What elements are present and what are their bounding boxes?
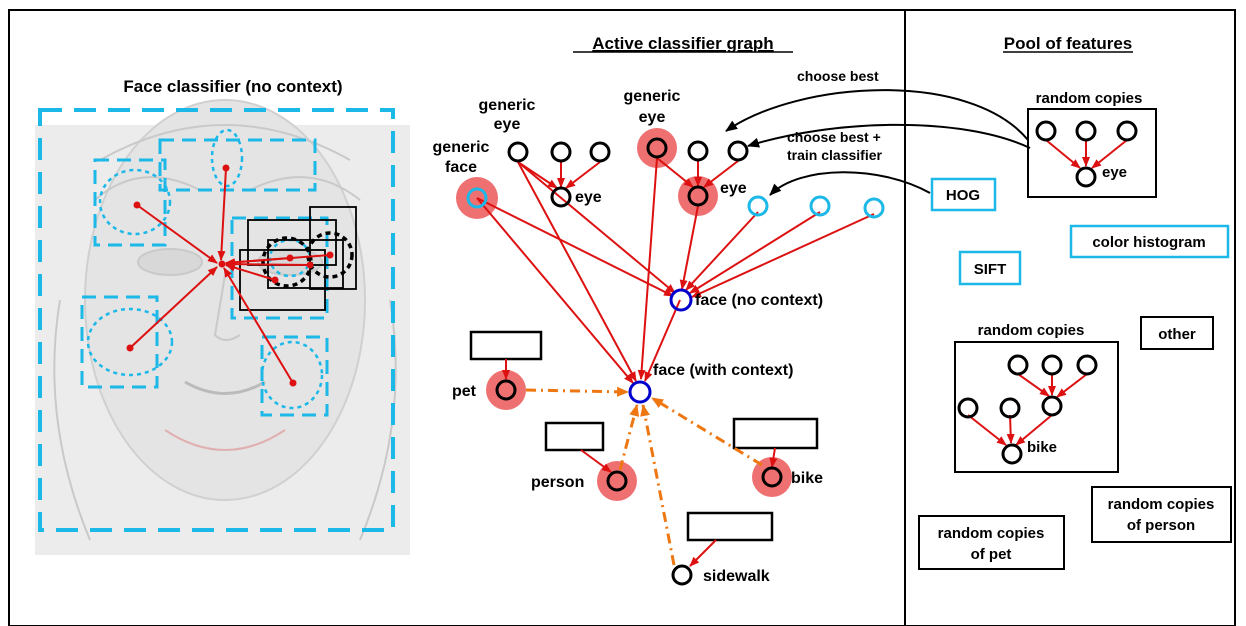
pool-bike-node-label: bike bbox=[1027, 439, 1057, 456]
label-generic-face-l1: generic bbox=[433, 139, 490, 156]
face-nodes bbox=[628, 288, 693, 404]
label-generic-face-l2: face bbox=[445, 159, 477, 176]
left-panel-title: Face classifier (no context) bbox=[123, 77, 342, 96]
selection-arrows bbox=[725, 89, 1031, 196]
pool-bike-nodes bbox=[957, 354, 1098, 465]
context-edges bbox=[525, 386, 763, 566]
pool-color-histogram-box bbox=[1069, 224, 1230, 259]
label-generic-eye-1-l2: eye bbox=[494, 116, 521, 133]
annotation-choose-best-train-l2: train classifier bbox=[787, 147, 882, 163]
label-bike: bike bbox=[791, 470, 823, 487]
pool-random-copies-eye-title: random copies bbox=[1036, 90, 1143, 107]
pool-random-copies-pet-l2: of pet bbox=[971, 546, 1012, 563]
label-person: person bbox=[531, 474, 584, 491]
pool-random-copies-person-box bbox=[1091, 486, 1232, 543]
pool-random-copies-pet-l1: random copies bbox=[938, 525, 1045, 542]
outer-frame bbox=[8, 9, 1236, 626]
pool-eye-edges bbox=[1045, 139, 1128, 169]
pool-random-copies-person-l2: of person bbox=[1127, 517, 1195, 534]
pool-bike-edges bbox=[967, 373, 1088, 446]
active-classifier-graph: Active classifier graph bbox=[433, 34, 885, 586]
feature-nodes bbox=[466, 187, 885, 219]
pool-sift-label: SIFT bbox=[974, 261, 1007, 278]
label-sidewalk: sidewalk bbox=[703, 568, 770, 585]
graph-nodes bbox=[495, 137, 783, 586]
annotation-choose-best-train-l1: choose best + bbox=[787, 129, 881, 145]
pool-random-copies-eye-box bbox=[1027, 108, 1157, 198]
label-generic-eye-2-l1: generic bbox=[624, 88, 681, 105]
annotation-choose-best: choose best bbox=[797, 68, 879, 84]
face-part-spokes bbox=[129, 167, 331, 384]
pool-eye-node-label: eye bbox=[1102, 164, 1127, 181]
label-eye-2: eye bbox=[720, 180, 747, 197]
feature-pool-panel: Pool of features random copies eye HOG c… bbox=[918, 34, 1232, 570]
pool-other-box bbox=[1140, 316, 1214, 350]
face-window-box bbox=[38, 108, 395, 532]
pool-color-histogram-label: color histogram bbox=[1092, 234, 1205, 251]
label-face-with-context: face (with context) bbox=[653, 362, 793, 379]
label-pet: pet bbox=[452, 383, 477, 400]
label-face-no-context: face (no context) bbox=[695, 292, 823, 309]
pool-sift-box bbox=[958, 250, 1022, 286]
pool-random-copies-bike-box bbox=[954, 341, 1119, 473]
middle-panel-title: Active classifier graph bbox=[592, 34, 773, 53]
pool-hog-label: HOG bbox=[946, 187, 980, 204]
pool-eye-nodes bbox=[1035, 120, 1138, 188]
pool-hog-box bbox=[930, 177, 997, 212]
pool-random-copies-pet-box bbox=[918, 515, 1065, 570]
pool-random-copies-bike-title: random copies bbox=[978, 322, 1085, 339]
face-classifier-panel: Face classifier (no context) bbox=[35, 77, 410, 555]
face-part-dots bbox=[126, 164, 334, 387]
label-generic-eye-1-l1: generic bbox=[479, 97, 536, 114]
label-eye-1: eye bbox=[575, 189, 602, 206]
face-sketch-drawing bbox=[53, 99, 397, 541]
graph-edges bbox=[476, 157, 875, 567]
label-generic-eye-2-l2: eye bbox=[639, 109, 666, 126]
context-feature-boxes bbox=[469, 330, 819, 542]
right-panel-title: Pool of features bbox=[1004, 34, 1132, 53]
pool-random-copies-person-l1: random copies bbox=[1108, 496, 1215, 513]
pool-other-label: other bbox=[1158, 326, 1196, 343]
